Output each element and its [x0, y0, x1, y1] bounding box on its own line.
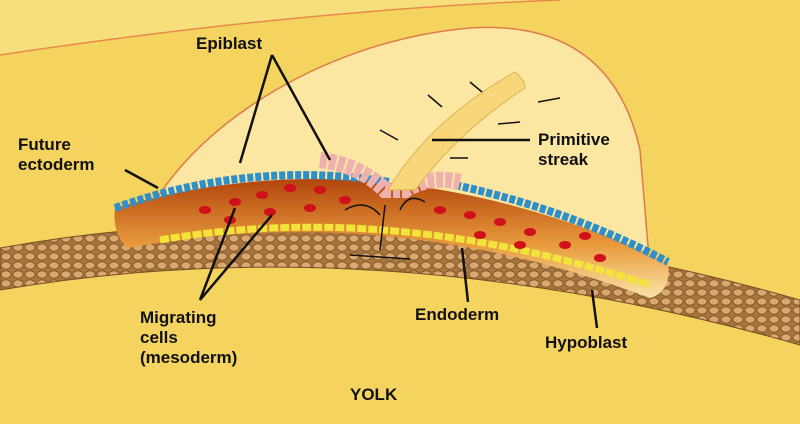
hypoblast-layer	[0, 222, 800, 346]
label-yolk: YOLK	[350, 385, 398, 404]
leader-lines	[124, 54, 599, 329]
migration-arrows	[344, 81, 561, 260]
primitive-streak	[387, 71, 526, 191]
label-endoderm: Endoderm	[415, 305, 500, 324]
upper-yolk-region	[0, 0, 800, 55]
endoderm-layer	[159, 223, 652, 289]
label-future-ectoderm: Future ectoderm	[18, 135, 95, 174]
label-primitive-streak: Primitive streak	[538, 130, 610, 169]
label-hypoblast: Hypoblast	[545, 333, 628, 352]
epiblast-pink-cells	[318, 152, 462, 198]
ectoderm-layer-right	[454, 181, 670, 266]
label-epiblast: Epiblast	[196, 34, 263, 53]
outer-curve	[0, 0, 561, 56]
epiblast-disc	[114, 179, 669, 298]
label-migrating-cells: Migrating cells (mesoderm)	[140, 308, 238, 367]
